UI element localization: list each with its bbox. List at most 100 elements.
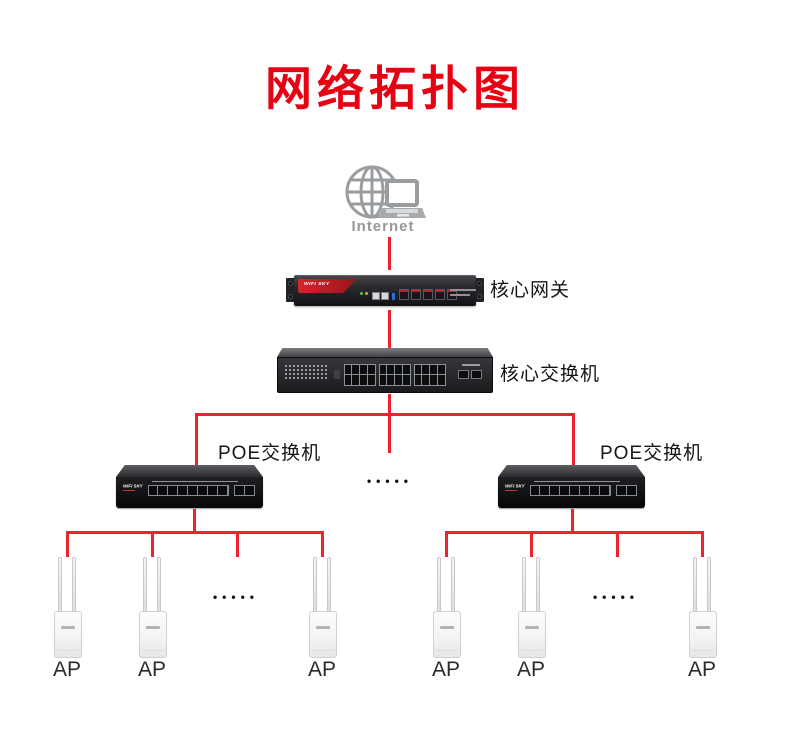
ap-logo xyxy=(525,626,539,629)
poe-ports xyxy=(530,485,637,496)
console-port xyxy=(372,292,380,300)
ap-body xyxy=(689,611,717,658)
drop-ap xyxy=(530,531,533,557)
page-title: 网络拓扑图 xyxy=(265,62,525,115)
faceplate-print xyxy=(152,481,238,482)
faceplate-print xyxy=(462,364,480,366)
switch-top-face xyxy=(498,465,645,477)
poe-switch-left-device: WIFI SKY xyxy=(116,465,263,510)
drop-to-poe-right xyxy=(572,413,575,466)
switch-front-face: WIFI SKY xyxy=(116,477,263,508)
ethernet-port xyxy=(411,289,421,300)
internet-globe-icon xyxy=(345,165,426,219)
gateway-ports xyxy=(372,289,457,300)
link-poeleft-bus xyxy=(193,509,196,534)
rj45-port-row xyxy=(530,485,611,496)
ap-device xyxy=(518,557,546,658)
more-switches-ellipsis: ••••• xyxy=(366,474,413,488)
drop-ap xyxy=(445,531,448,557)
gateway-chassis: WIFI SKY xyxy=(294,275,476,306)
ap-label: AP xyxy=(307,658,336,681)
link-coreswitch-bus xyxy=(388,394,391,416)
link-gateway-coreswitch xyxy=(388,310,391,350)
led-matrix xyxy=(285,369,329,371)
ap-label: AP xyxy=(52,658,81,681)
gateway-label: 核心网关 xyxy=(490,280,571,301)
drop-to-poe-left xyxy=(195,413,198,466)
rack-ear-right xyxy=(475,278,484,302)
uplink-ports xyxy=(616,485,637,496)
ap-body xyxy=(433,611,461,658)
drop-ap xyxy=(321,531,324,557)
drop-ap xyxy=(701,531,704,557)
link-poeright-bus xyxy=(571,509,574,534)
rack-ear-left xyxy=(286,278,295,302)
more-aps-ellipsis-left: ••••• xyxy=(212,590,259,604)
ap-body xyxy=(139,611,167,658)
ethernet-port xyxy=(435,289,445,300)
ap-logo xyxy=(696,626,710,629)
ap-logo xyxy=(61,626,75,629)
poe-switch-right-device: WIFI SKY xyxy=(498,465,645,510)
ap-label: AP xyxy=(137,658,166,681)
status-led-green xyxy=(360,292,363,295)
rj45-port-group xyxy=(379,364,411,386)
console-port xyxy=(381,292,389,300)
faceplate-print xyxy=(450,294,470,296)
ap-logo xyxy=(146,626,160,629)
faceplate-print xyxy=(450,289,476,291)
port-groups xyxy=(344,364,446,386)
brand-label: WIFI SKY xyxy=(123,484,143,489)
brand-badge: WIFI SKY xyxy=(298,279,356,293)
bus-main xyxy=(195,413,575,416)
laptop-icon xyxy=(378,179,426,218)
drop-more-aps xyxy=(236,531,239,557)
drop-more-aps xyxy=(616,531,619,557)
switch-top-face xyxy=(116,465,263,477)
ap-logo xyxy=(316,626,330,629)
core-switch-label: 核心交换机 xyxy=(500,364,601,385)
rj45-port-group xyxy=(344,364,376,386)
drop-to-more-switches xyxy=(388,413,391,453)
core-switch-device xyxy=(277,348,493,394)
rj45-port-row xyxy=(148,485,229,496)
ap-device xyxy=(139,557,167,658)
ethernet-port xyxy=(423,289,433,300)
ap-device xyxy=(54,557,82,658)
ap-logo xyxy=(440,626,454,629)
brand-label: WIFI SKY xyxy=(505,484,525,489)
more-aps-ellipsis-right: ••••• xyxy=(592,590,639,604)
link-internet-gateway xyxy=(388,237,391,270)
poe-switch-left-label: POE交换机 xyxy=(218,443,322,464)
brand-underline xyxy=(505,490,517,491)
ap-body xyxy=(309,611,337,658)
ap-device xyxy=(309,557,337,658)
led-matrix xyxy=(285,365,329,367)
ap-device xyxy=(689,557,717,658)
switch-front-face xyxy=(277,357,493,393)
usb-port xyxy=(392,293,395,300)
ap-body xyxy=(518,611,546,658)
faceplate-print xyxy=(534,481,620,482)
uplink-ports xyxy=(234,485,255,496)
status-led-amber xyxy=(365,292,368,295)
bus-ap-left xyxy=(66,531,324,534)
bus-ap-right xyxy=(445,531,704,534)
rj45-port-group xyxy=(414,364,446,386)
poe-switch-right-label: POE交换机 xyxy=(600,443,704,464)
drop-ap xyxy=(151,531,154,557)
poe-ports xyxy=(148,485,255,496)
switch-front-face: WIFI SKY xyxy=(498,477,645,508)
internet-node: Internet xyxy=(340,164,426,238)
switch-top-face xyxy=(277,348,493,357)
ap-body xyxy=(54,611,82,658)
drop-ap xyxy=(66,531,69,557)
ap-label: AP xyxy=(431,658,460,681)
led-matrix xyxy=(285,373,329,375)
ap-label: AP xyxy=(687,658,716,681)
brand-underline xyxy=(123,490,135,491)
ethernet-port xyxy=(399,289,409,300)
led-matrix xyxy=(285,377,329,379)
brand-label: WIFI SKY xyxy=(304,281,330,287)
